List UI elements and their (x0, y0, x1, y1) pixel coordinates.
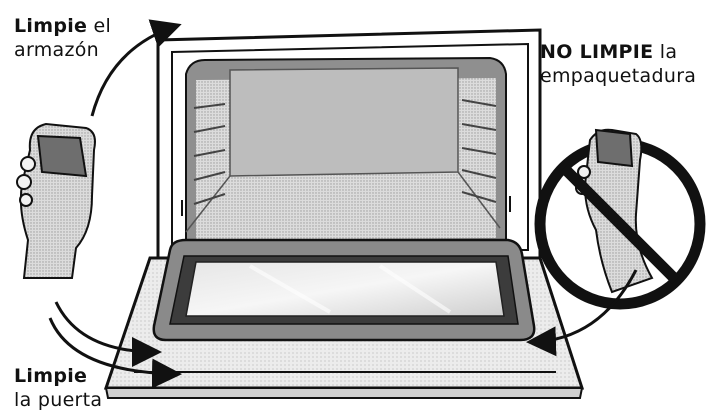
door-gasket (154, 240, 534, 340)
no-clean-gasket-label-rest: la (653, 41, 677, 63)
no-clean-gasket-label: NO LIMPIE la empaquetadura (540, 40, 696, 88)
no-clean-gasket-label-line2: empaquetadura (540, 65, 696, 87)
clean-frame-label-line2: armazón (14, 39, 99, 61)
clean-frame-label-rest: el (87, 15, 111, 37)
clean-door-label: Limpie la puerta (14, 364, 102, 412)
no-clean-prohibition-icon (540, 130, 700, 304)
left-hand-with-sponge-icon (17, 124, 95, 278)
clean-frame-label-bold: Limpie (14, 15, 87, 37)
no-clean-gasket-label-bold: NO LIMPIE (540, 41, 653, 63)
oven-cavity (182, 58, 510, 246)
clean-frame-label: Limpie el armazón (14, 14, 111, 62)
clean-door-label-line2: la puerta (14, 389, 102, 411)
clean-door-label-bold: Limpie (14, 365, 87, 387)
